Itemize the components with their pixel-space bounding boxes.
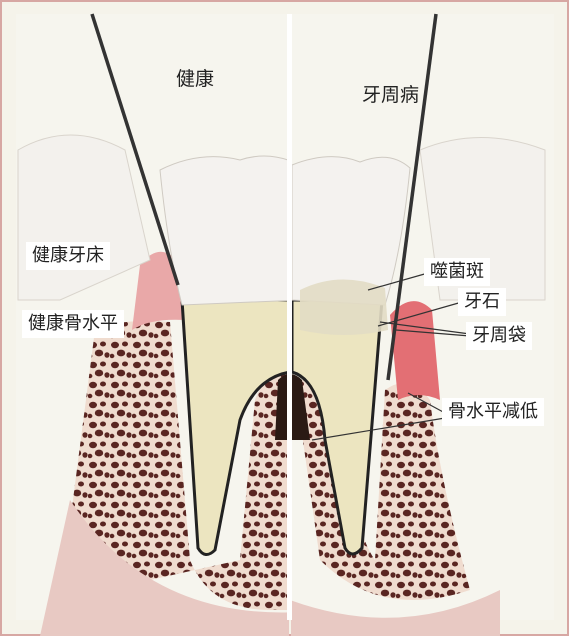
label-healthy-bone-level: 健康骨水平 <box>22 310 124 338</box>
crown-healthy <box>160 156 300 305</box>
title-periodontitis: 牙周病 <box>362 80 419 107</box>
label-bone-loss: 骨水平减低 <box>442 398 544 426</box>
label-plaque: 噬菌斑 <box>424 258 490 286</box>
title-healthy: 健康 <box>176 64 214 91</box>
center-divider <box>287 14 292 620</box>
label-calculus: 牙石 <box>458 288 506 316</box>
label-healthy-gum: 健康牙床 <box>26 242 110 270</box>
label-periodontal-pocket: 牙周袋 <box>466 322 532 350</box>
